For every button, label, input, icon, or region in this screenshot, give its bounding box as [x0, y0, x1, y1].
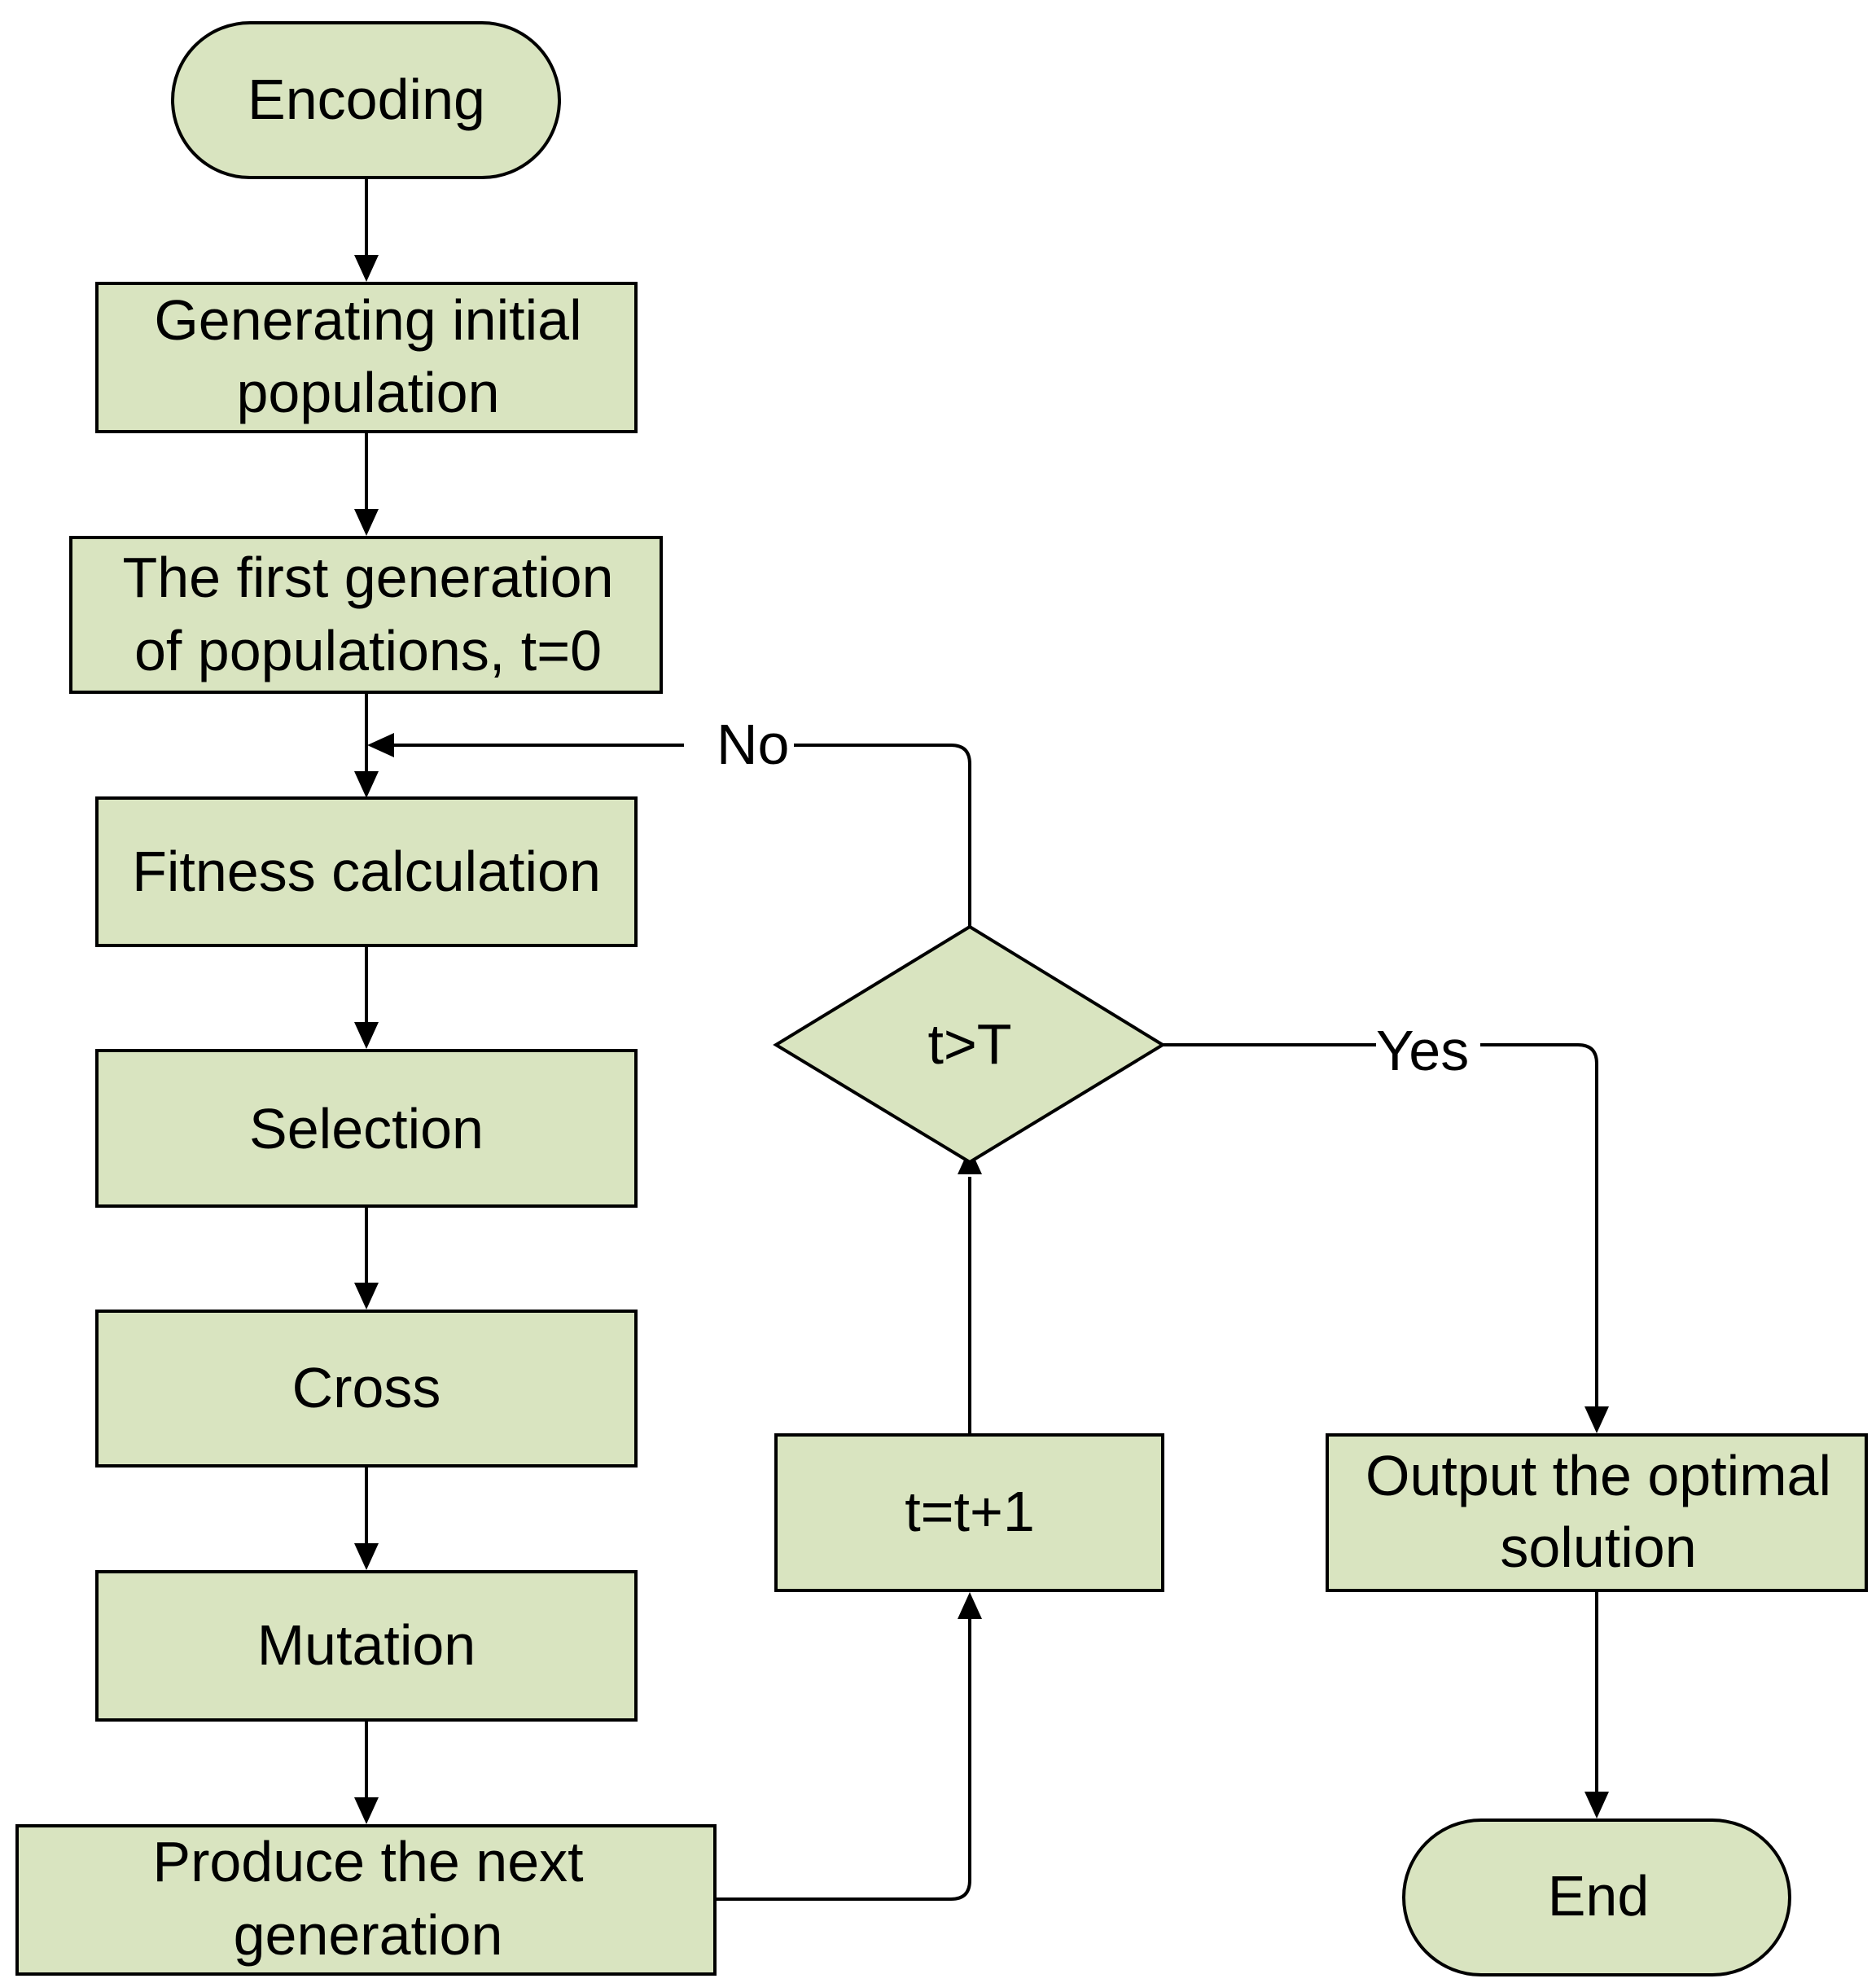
node-fitness-label: Fitness calculation [132, 840, 601, 903]
node-cross-label: Cross [292, 1356, 441, 1419]
process-shape [95, 796, 638, 947]
arrowhead [1585, 1406, 1609, 1433]
process-shape [95, 1310, 638, 1468]
node-decision: t>T [773, 924, 1166, 1165]
node-mutation-label: Mutation [257, 1613, 476, 1677]
edge-produce-to-increment [715, 1606, 971, 1901]
arrowhead [354, 1543, 379, 1570]
node-output: Output the optimal solution [1326, 1433, 1868, 1592]
node-output-line1: Output the optimal [1365, 1444, 1831, 1507]
no-label: No [717, 713, 789, 776]
node-end-label: End [1548, 1864, 1650, 1928]
edge-no-loop [794, 744, 971, 927]
node-selection-label: Selection [249, 1097, 484, 1160]
node-first-generation: The first generation of populations, t=0 [69, 536, 663, 694]
process-shape [15, 1824, 717, 1976]
node-first-generation-line2: of populations, t=0 [134, 619, 602, 682]
arrowhead [354, 255, 379, 282]
yes-label: Yes [1376, 1019, 1469, 1082]
arrowhead [354, 1022, 379, 1049]
node-generate-initial-line1: Generating initial [154, 288, 581, 352]
edge-yes-tail [1480, 1043, 1598, 1419]
arrowhead [354, 509, 379, 536]
node-end: End [1402, 1818, 1791, 1976]
node-output-line2: solution [1500, 1516, 1696, 1579]
node-encoding: Encoding [171, 21, 561, 179]
terminal-shape [171, 21, 561, 179]
arrowhead [367, 733, 394, 757]
process-shape [95, 1570, 638, 1722]
node-generate-initial: Generating initial population [95, 282, 638, 433]
node-mutation: Mutation [95, 1570, 638, 1722]
process-shape [95, 1049, 638, 1208]
arrowhead [1585, 1792, 1609, 1818]
node-first-generation-line1: The first generation [122, 546, 613, 609]
arrowhead [958, 1592, 982, 1619]
node-produce-next-line2: generation [234, 1903, 503, 1967]
decision-shape [773, 924, 1166, 1165]
node-selection: Selection [95, 1049, 638, 1208]
node-generate-initial-line2: population [236, 361, 499, 424]
process-shape [1326, 1433, 1868, 1592]
node-decision-label: t>T [927, 1012, 1011, 1076]
edges [354, 178, 1609, 1901]
process-shape [774, 1433, 1164, 1592]
process-shape [95, 282, 638, 433]
node-encoding-label: Encoding [248, 68, 485, 131]
node-produce-next-line1: Produce the next [152, 1830, 583, 1893]
node-fitness: Fitness calculation [95, 796, 638, 947]
node-increment-label: t=t+1 [905, 1480, 1035, 1543]
node-increment: t=t+1 [774, 1433, 1164, 1592]
arrowhead [354, 771, 379, 798]
arrowhead [354, 1283, 379, 1310]
node-cross: Cross [95, 1310, 638, 1468]
process-shape [69, 536, 663, 694]
terminal-shape [1402, 1818, 1791, 1976]
arrowhead [354, 1797, 379, 1824]
node-produce-next: Produce the next generation [15, 1824, 717, 1976]
